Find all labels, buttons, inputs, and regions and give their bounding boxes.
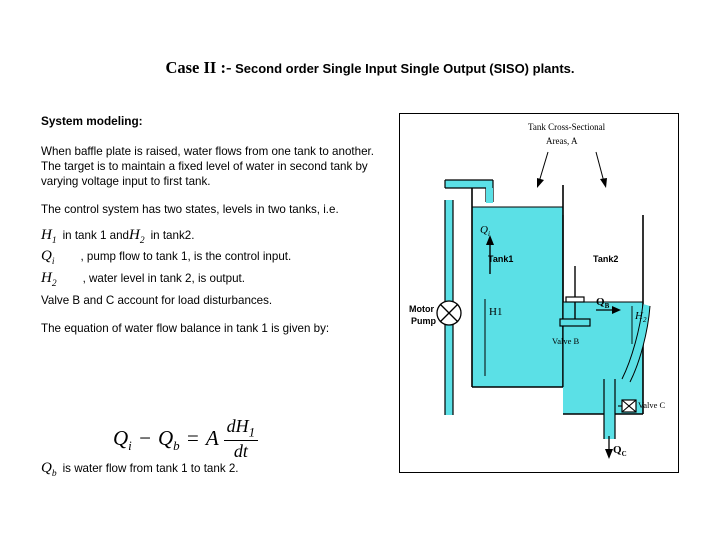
outflow-right-edge <box>629 305 651 383</box>
var-h2-text: in tank2. <box>150 228 195 242</box>
drain-pipe-water <box>604 379 615 439</box>
h1-label: H1 <box>489 306 503 318</box>
tank-cross-label-line1: Tank Cross-Sectional <box>528 122 606 132</box>
motor-label: Motor <box>409 304 434 314</box>
qi-label: Qi <box>480 224 490 239</box>
valve-note: Valve B and C account for load disturban… <box>41 294 273 308</box>
cross-arrow1-head <box>537 178 544 188</box>
valveb-plate <box>565 296 585 303</box>
qc-label: QC <box>613 444 627 459</box>
var-qi-text: , pump flow to tank 1, is the control in… <box>80 250 292 264</box>
inlet-pipe-top-water <box>445 180 493 188</box>
valve-c-label: Valve C <box>638 400 666 410</box>
tank-cross-label-line2: Areas, A <box>546 136 578 146</box>
title-rest: Second order Single Input Single Output … <box>231 61 575 76</box>
var-h1-text: in tank 1 and <box>62 228 129 242</box>
var-h2-output: H2 <box>41 269 57 289</box>
paragraph-baffle: When baffle plate is raised, water flows… <box>41 144 374 189</box>
eq-denominator: dt <box>233 441 248 462</box>
qi-arrow-head <box>486 235 494 245</box>
tank1-label: Tank1 <box>488 254 514 264</box>
var-h2: H2 <box>129 226 145 246</box>
eq-qb: Qb <box>157 425 180 454</box>
tank2-outflow-stream <box>622 304 650 382</box>
diagram-svg <box>436 151 651 459</box>
left-text-column: System modeling: When baffle plate is ra… <box>41 114 391 350</box>
var-h2-output-text: , water level in tank 2, is output. <box>82 271 245 285</box>
cross-arrow1-shaft <box>538 151 549 183</box>
eq-area: A <box>205 425 219 450</box>
title-case: Case II :- <box>165 58 232 77</box>
qb-arrow-head <box>612 306 621 314</box>
variable-line-h2-output: H2 , water level in tank 2, is output. <box>41 270 391 289</box>
system-modeling-heading: System modeling: <box>41 114 143 128</box>
eq-qi: Qi <box>113 425 132 454</box>
valvec-x2 <box>621 399 637 413</box>
outflow-left-edge <box>621 303 644 380</box>
eq-numerator: dH1 <box>223 417 259 442</box>
variable-line-qi: Qi , pump flow to tank 1, is the control … <box>41 248 391 267</box>
pump-label: Pump <box>411 316 437 326</box>
eq-minus: − <box>137 425 152 450</box>
after-equation-line: Qb is water flow from tank 1 to tank 2. <box>41 460 239 479</box>
page-title: Case II :- Second order Single Input Sin… <box>110 58 630 78</box>
cross-arrow2-head <box>600 178 607 188</box>
variable-line-h1-h2: H1 in tank 1 andH2 in tank2. <box>41 227 391 246</box>
pump-symbol-x2 <box>439 303 459 323</box>
var-qb-text: is water flow from tank 1 to tank 2. <box>62 462 239 475</box>
valveb-body <box>559 318 591 327</box>
tank-system-diagram: Tank Cross-Sectional Areas, A Tank1 Tank… <box>399 113 679 473</box>
paragraph-states: The control system has two states, level… <box>41 203 339 217</box>
inlet-drop-water <box>486 188 493 203</box>
h2-label: H2 <box>635 310 647 325</box>
cross-arrow2-shaft <box>595 151 605 183</box>
var-h1: H1 <box>41 226 57 246</box>
qc-arrow-head <box>605 449 613 459</box>
var-qi: Qi <box>41 248 55 268</box>
qb-label: QB <box>596 296 610 311</box>
valve-b-label: Valve B <box>552 336 580 346</box>
balance-intro: The equation of water flow balance in ta… <box>41 322 330 336</box>
tank1-water <box>472 207 563 387</box>
tank2-label: Tank2 <box>593 254 619 264</box>
var-qb: Qb <box>41 460 57 479</box>
eq-equals: = <box>185 425 200 450</box>
